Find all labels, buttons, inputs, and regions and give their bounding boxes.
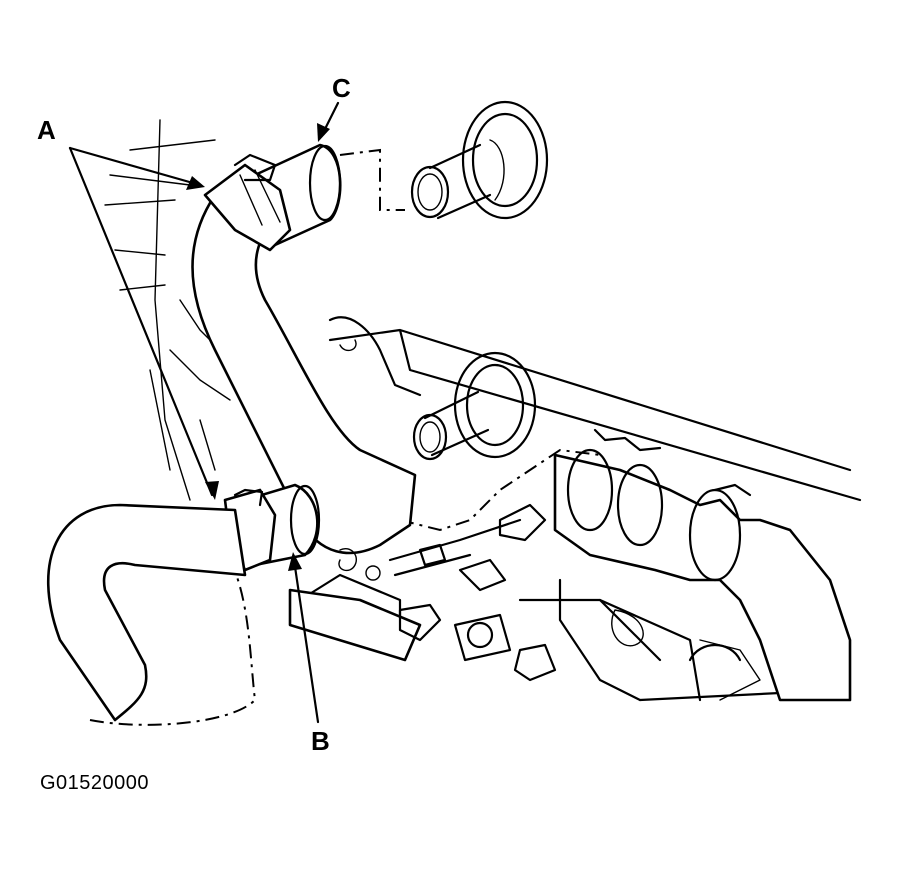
right-hoses bbox=[553, 428, 852, 702]
heater-outlet-pipe bbox=[412, 351, 537, 461]
heater-inlet-pipe bbox=[410, 100, 549, 220]
background-structure bbox=[104, 119, 862, 702]
lower-heater-hose bbox=[46, 503, 247, 722]
heater-valve-hose bbox=[191, 193, 417, 555]
label-b: B bbox=[311, 726, 330, 756]
label-a: A bbox=[37, 115, 56, 145]
callout-arrows bbox=[68, 101, 340, 724]
engine-block bbox=[288, 503, 557, 682]
upper-hose-clamp bbox=[203, 143, 342, 252]
figure-code: G01520000 bbox=[40, 772, 150, 794]
label-c: C bbox=[332, 73, 351, 103]
phantom-outline bbox=[89, 148, 601, 726]
